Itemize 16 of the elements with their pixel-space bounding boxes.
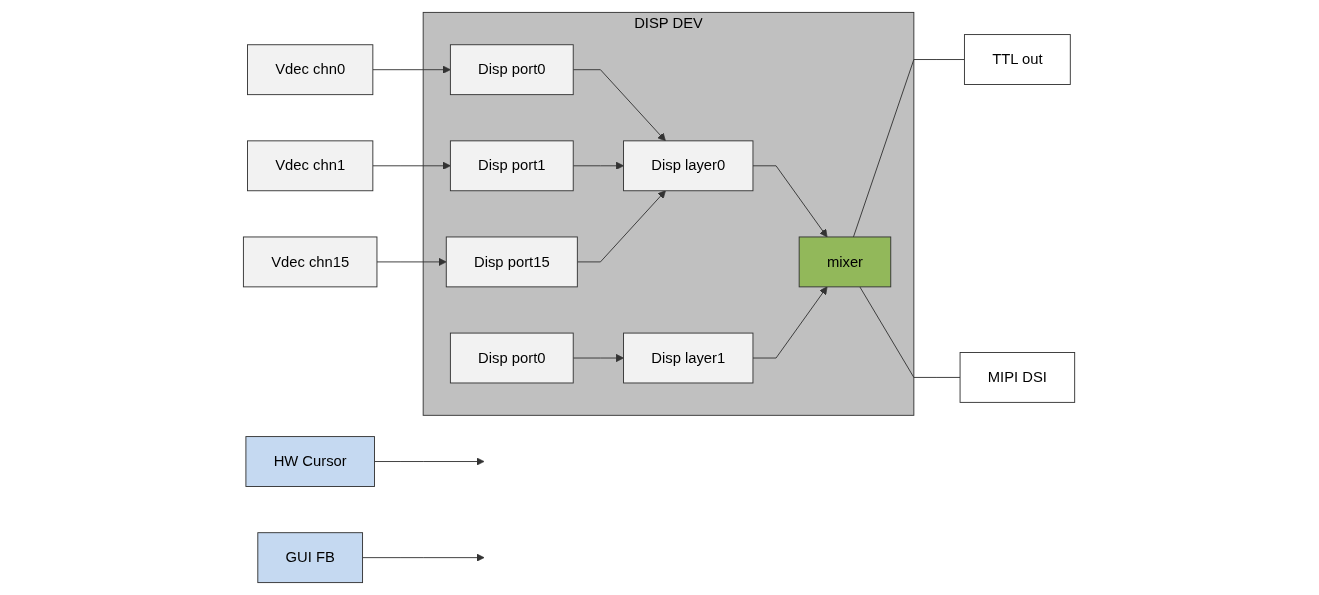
node-box: Disp port1 [450,140,575,192]
node-box: GUI FB [257,532,364,584]
node-box: Vdec chn0 [247,44,374,96]
node-box: Vdec chn15 [243,236,378,288]
node-box: Disp port0 [450,332,575,384]
connector [859,286,961,378]
node-box: Vdec chn1 [247,140,374,192]
node-box: HW Cursor [245,436,376,487]
node-box: MIPI DSI [960,352,1076,403]
node-box: TTL out [964,34,1072,85]
node-box: Disp port0 [450,44,575,96]
connector [853,59,966,238]
node-box: Disp layer1 [623,332,754,384]
node-box: Disp layer0 [623,140,754,192]
node-box: mixer [799,236,892,288]
node-box: Disp port15 [446,236,579,288]
